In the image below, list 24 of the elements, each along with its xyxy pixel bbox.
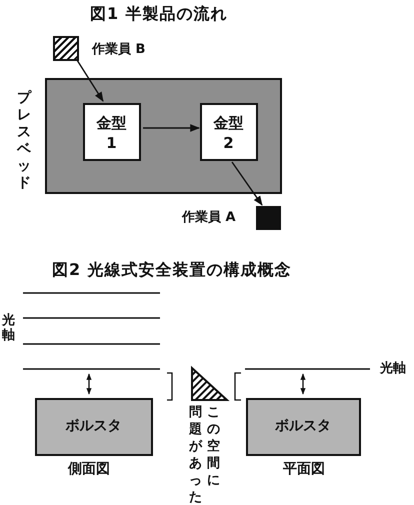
die-label: 金型 2 <box>212 112 244 152</box>
bolster-box <box>35 398 153 456</box>
caption-text: 作業員 A <box>182 210 236 225</box>
arrow <box>143 124 200 132</box>
arrow <box>76 60 104 102</box>
figure-title: 図2 光線式安全装置の構成概念 <box>52 260 292 280</box>
worker-square <box>53 36 79 61</box>
axis-label: 光軸 <box>2 313 16 343</box>
bolster-box <box>246 398 361 456</box>
note-text: 問題があった <box>189 404 203 505</box>
bolster-label: ボルスタ <box>64 419 122 434</box>
note-text: この空間に <box>207 404 221 489</box>
axis-label: 光軸 <box>380 361 406 376</box>
worker-square <box>256 206 281 230</box>
caption-text: 平面図 <box>283 462 325 477</box>
bolster-label: ボルスタ <box>274 419 332 434</box>
die-box <box>200 102 258 160</box>
figure-title: 図1 半製品の流れ <box>90 4 228 24</box>
arrow <box>231 162 263 206</box>
die-box <box>82 102 140 160</box>
caption-text: 側面図 <box>68 462 110 477</box>
caption-text: 作業員 B <box>92 42 146 57</box>
die-label: 金型 1 <box>95 112 128 152</box>
bed-label: プレスベッド <box>17 90 32 192</box>
